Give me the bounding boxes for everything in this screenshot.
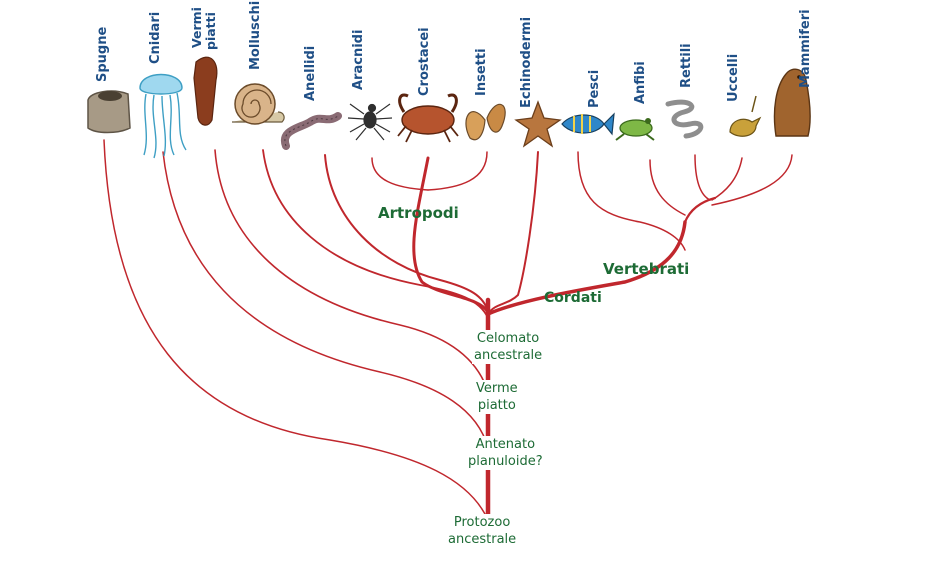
branch-cordati <box>486 220 687 316</box>
taxon-label-anellidi: Anellidi <box>303 45 318 101</box>
taxon-label-rettili: Rettili <box>679 43 694 88</box>
snake-icon <box>665 99 704 139</box>
node-label-line: Antenato <box>475 437 536 452</box>
branch-spugne <box>103 139 489 521</box>
sponge-icon <box>87 90 131 134</box>
frog-icon <box>615 118 655 141</box>
branch-pesci <box>577 151 686 251</box>
node-protozoo-ancestrale: Protozoo ancestrale <box>446 514 519 548</box>
taxon-label-crostacei: Crostacei <box>417 27 432 96</box>
branch-anfibi <box>649 159 686 216</box>
clade-label-cordati: Cordati <box>544 290 602 306</box>
flatworm-icon <box>193 56 218 126</box>
bird-icon <box>729 95 762 137</box>
taxon-label-anfibi: Anfibi <box>633 61 648 104</box>
starfish-icon <box>514 100 562 148</box>
branch-artropodi <box>412 156 490 314</box>
branch-cnidari <box>162 151 489 449</box>
branch-molluschi <box>262 149 489 319</box>
snail-icon <box>232 83 285 125</box>
taxon-label-pesci: Pesci <box>587 69 602 108</box>
node-label-line: Celomato <box>476 331 540 346</box>
branch-vermi-piatti <box>214 149 489 393</box>
taxon-label-mammiferi: Mammiferi <box>798 9 813 88</box>
node-label-line: ancestrale <box>448 532 517 547</box>
marmot-icon <box>773 68 811 137</box>
branch-tetrapodi <box>683 196 717 224</box>
taxon-label-aracnidi: Aracnidi <box>351 29 366 90</box>
branch-insetti <box>427 151 488 191</box>
branch-rettili <box>694 154 711 201</box>
node-label-line: Protozoo <box>453 515 511 530</box>
taxon-label-molluschi: Molluschi <box>248 0 263 70</box>
crab-icon <box>397 93 459 143</box>
node-celomato-ancestrale: Celomato ancestrale <box>472 330 545 364</box>
taxon-label-spugne: Spugne <box>95 26 110 82</box>
node-antenato-planuloide: Antenato planuloide? <box>466 436 545 470</box>
taxon-label-cnidari: Cnidari <box>148 11 163 64</box>
branch-mammiferi <box>711 154 793 206</box>
fish-icon <box>561 112 615 136</box>
earthworm-icon <box>280 112 342 150</box>
taxon-label-piatti: piatti <box>203 12 218 50</box>
taxon-label-insetti: Insetti <box>474 48 489 96</box>
taxon-label-uccelli: Uccelli <box>726 53 741 102</box>
taxon-label-vermi: Vermi <box>189 7 204 48</box>
node-verme-piatto: Verme piatto <box>474 380 520 414</box>
branch-echinodermi <box>487 151 539 315</box>
butterfly-icon <box>465 103 506 141</box>
taxon-label-echinodermi: Echinodermi <box>519 16 534 108</box>
jellyfish-icon <box>139 73 187 159</box>
node-label-line: Verme <box>476 381 518 396</box>
node-label-line: piatto <box>477 398 516 413</box>
node-label-line: ancestrale <box>474 348 543 363</box>
branch-uccelli <box>711 157 743 201</box>
branch-aracnidi <box>371 157 429 191</box>
node-label-line: planuloide? <box>468 454 543 469</box>
clade-label-artropodi: Artropodi <box>378 204 459 222</box>
clade-label-vertebrati: Vertebrati <box>603 260 690 278</box>
branch-anellidi <box>324 154 489 313</box>
spider-icon <box>347 103 393 141</box>
